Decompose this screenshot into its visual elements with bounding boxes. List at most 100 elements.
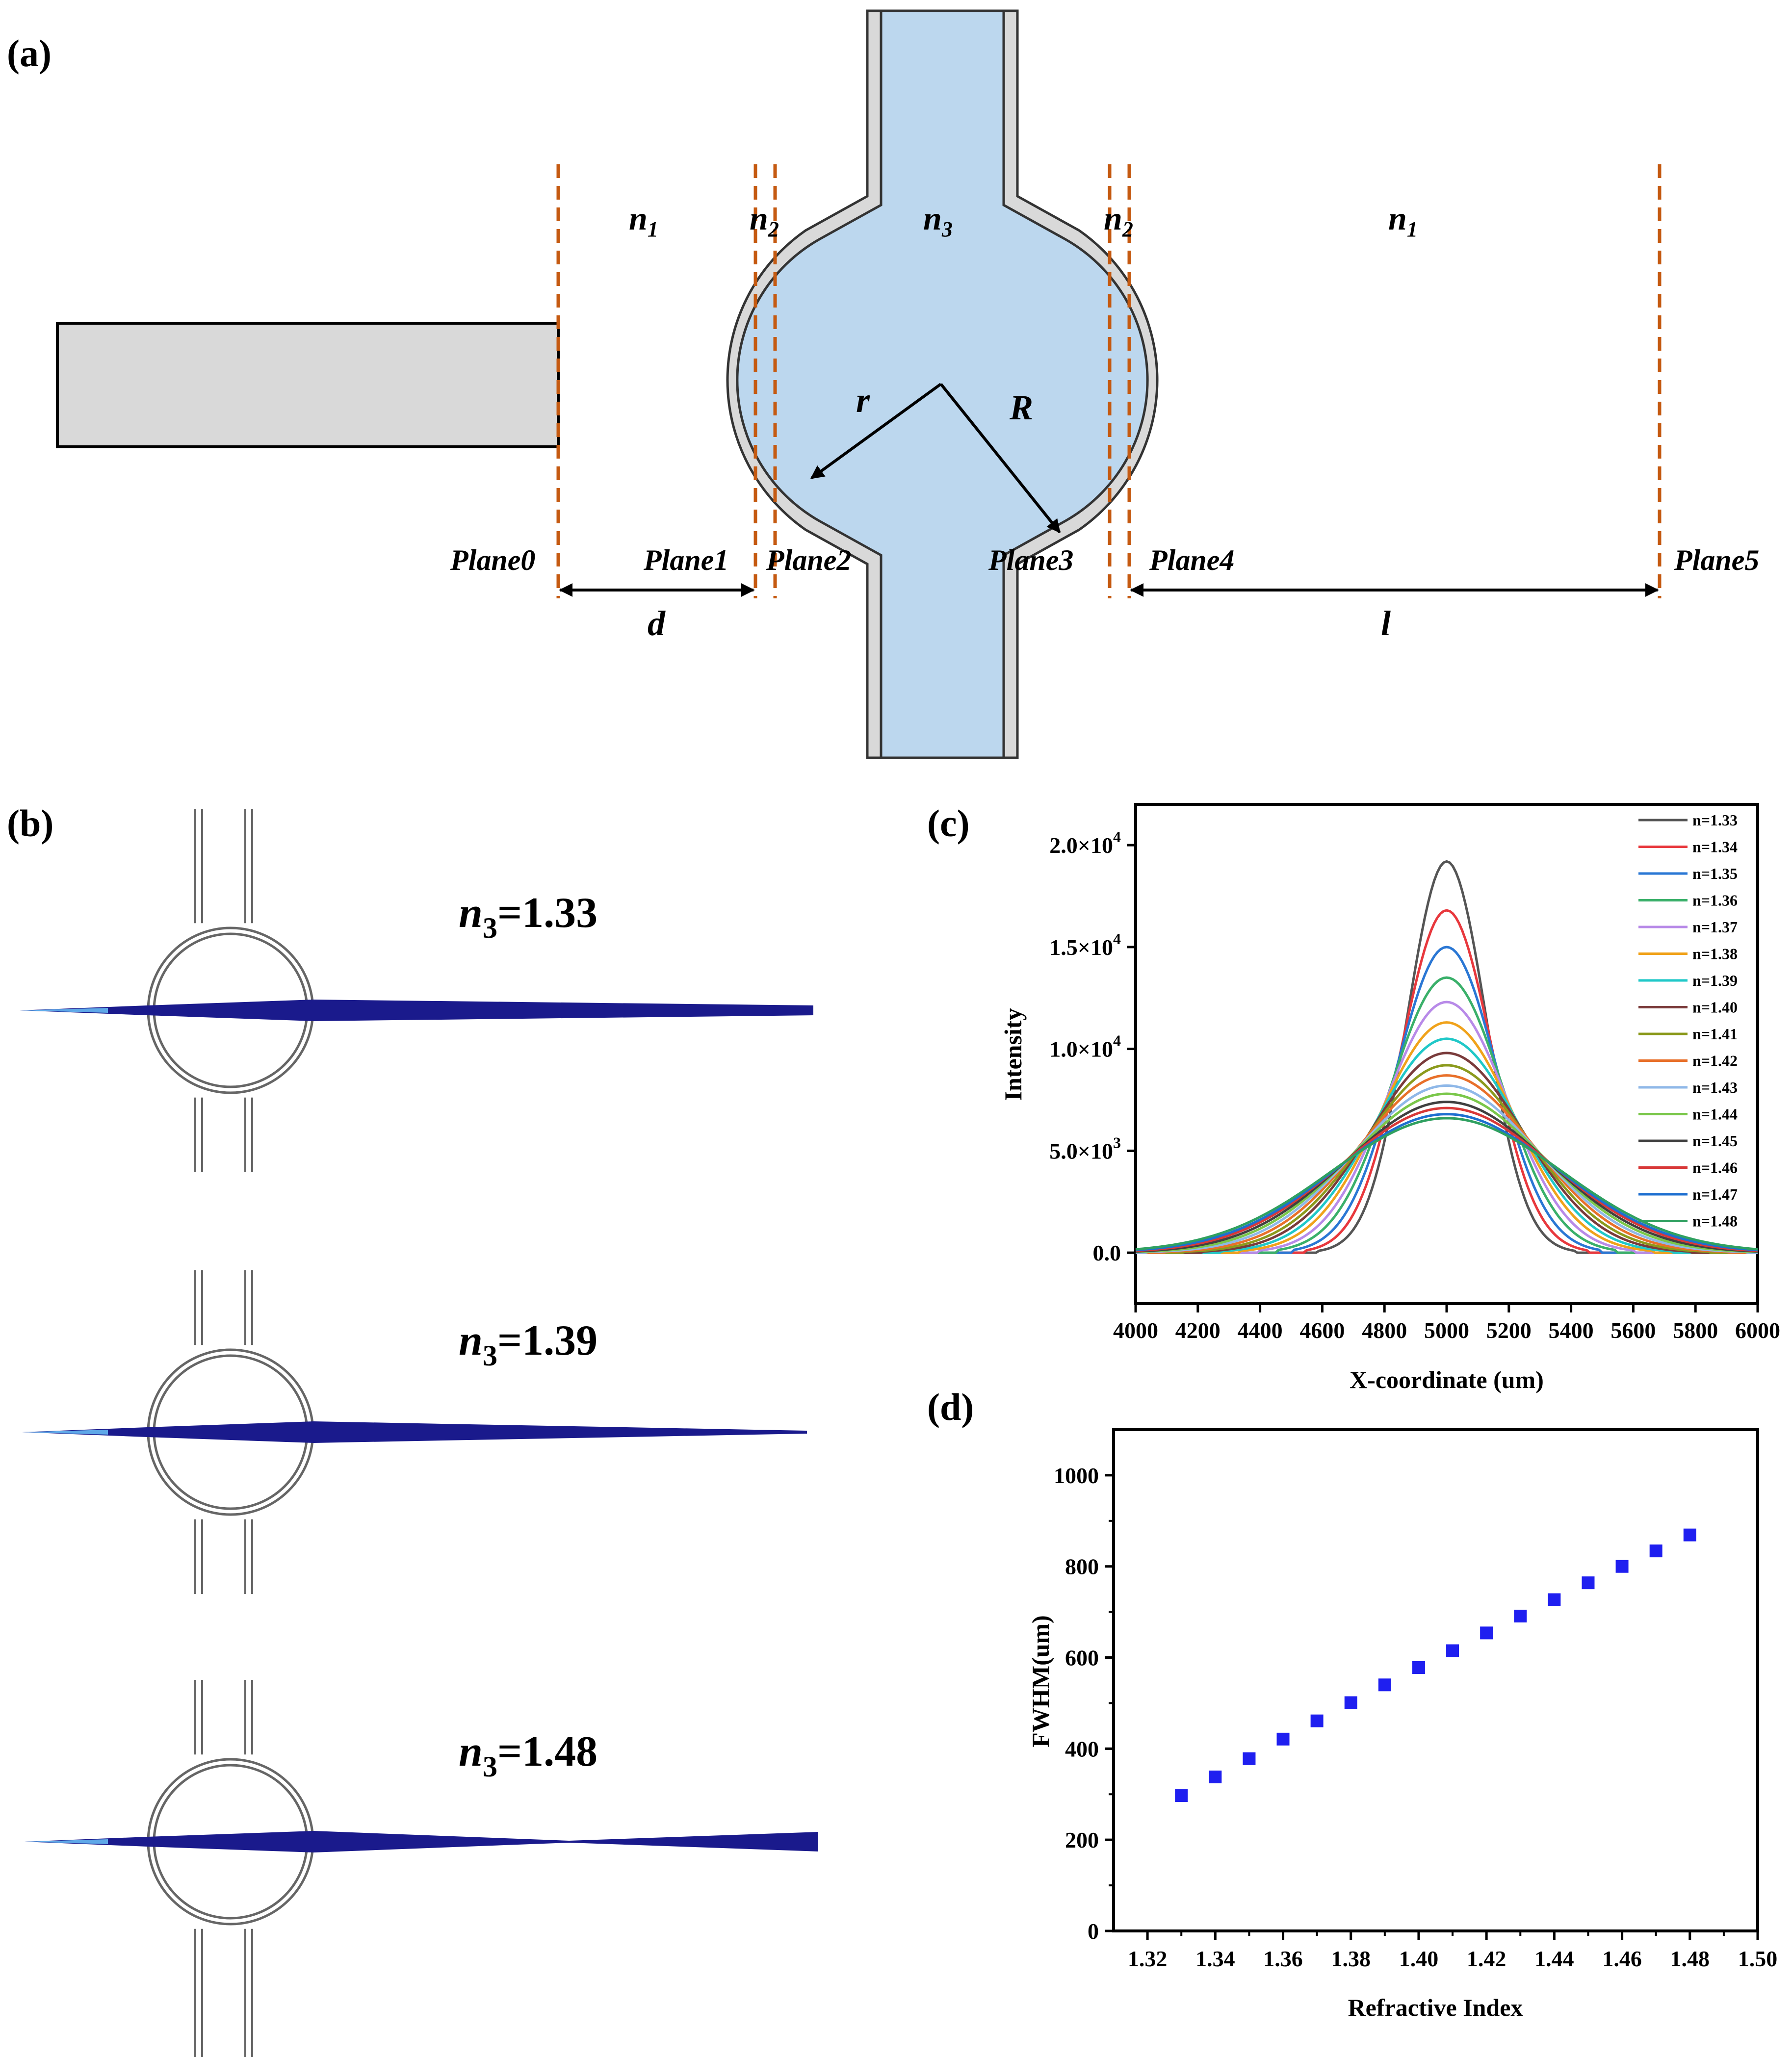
panel-b: (b) n3=1.33 n3=1.39 n3=1.48 [7,802,818,2057]
panel-a-label: (a) [7,32,52,75]
chart-d-xtick-label: 1.46 [1602,1946,1642,1971]
chart-d-point [1446,1644,1459,1657]
region-n1-right: n1 [1388,200,1418,241]
chart-d-xtick-label: 1.44 [1534,1946,1574,1971]
chart-d-point [1310,1714,1324,1727]
chart-c-xtick-label: 4400 [1238,1318,1283,1343]
n3-value-label: n3=1.39 [459,1317,597,1372]
panel-b-label: (b) [7,802,53,845]
radius-r-arrow [810,383,942,480]
chart-c-ytick-label: 1.5×104 [1049,930,1121,960]
chart-c-legend-label: n=1.41 [1692,1025,1738,1043]
chart-d-point [1412,1661,1425,1674]
chart-c-series-line [1135,1106,1758,1252]
chart-c-series-line [1136,909,1758,1254]
chart-c-series-line [1136,1074,1758,1254]
region-labels: n1 n2 n3 n2 n1 [629,200,1418,241]
chart-d-point [1514,1609,1527,1622]
chart-d-ylabel: FWHM(um) [1027,1615,1054,1747]
distance-d-label: d [648,604,666,643]
chart-c-legend-label: n=1.47 [1692,1185,1738,1203]
plane5-label: Plane5 [1674,544,1759,576]
chart-c-legend-label: n=1.48 [1692,1212,1738,1230]
chart-c-xtick-label: 5800 [1673,1318,1718,1343]
chart-c-legend-label: n=1.36 [1692,892,1738,909]
chart-c-xtick-label: 4600 [1299,1318,1345,1343]
chart-d-point [1480,1626,1493,1640]
plane1-label: Plane1 [643,544,728,576]
chart-c-series-line [1136,1084,1758,1254]
distance-l-label: l [1381,604,1391,643]
chart-c-series-line [1135,1092,1758,1253]
chart-d-point [1649,1544,1662,1558]
chart-d-xtick-label: 1.38 [1331,1946,1371,1971]
n3-value-label: n3=1.33 [459,889,597,944]
chart-c-legend-label: n=1.43 [1692,1079,1738,1096]
plane2-label: Plane2 [766,544,851,576]
chart-c-ytick-label: 1.0×104 [1049,1032,1121,1062]
chart-d-point [1615,1560,1629,1573]
sim-row: n3=1.33 [20,809,813,1172]
sim-row: n3=1.39 [22,1270,807,1594]
chart-c-legend-label: n=1.40 [1692,999,1738,1016]
optical-fiber [56,322,560,448]
chart-d-ytick-label: 1000 [1054,1463,1099,1488]
chart-c-xtick-label: 5600 [1610,1318,1656,1343]
chart-c-series-line [1136,1064,1758,1254]
chart-c-series-line [1136,1052,1758,1254]
chart-c-ytick-label: 2.0×104 [1049,828,1121,858]
chart-d-xtick-label: 1.34 [1195,1946,1235,1971]
chart-c-legend-label: n=1.39 [1692,972,1738,989]
chart-c-series-line [1135,1101,1758,1253]
chart-d-point [1378,1678,1391,1692]
chart-c-legend-label: n=1.37 [1692,918,1738,936]
beam-source [20,1008,108,1013]
chart-d-ytick-label: 0 [1088,1919,1099,1944]
radius-R-arrow [939,383,1061,534]
chart-d-xtick-label: 1.40 [1399,1946,1439,1971]
chart-c-legend-label: n=1.34 [1692,838,1738,856]
chart-c-legend-label: n=1.33 [1692,811,1738,829]
region-n3: n3 [923,200,953,241]
chart-c-ytick-label: 5.0×103 [1049,1133,1121,1163]
region-n2-right: n2 [1104,200,1133,241]
chart-d-point [1276,1732,1290,1746]
chart-c-legend-label: n=1.45 [1692,1132,1738,1150]
chart-d-ytick-label: 200 [1065,1827,1099,1852]
beam-source [25,1839,108,1844]
chart-d-xtick-label: 1.42 [1467,1946,1506,1971]
chart-d-frame [1112,1428,1759,1932]
chart-c-xtick-label: 5200 [1486,1318,1532,1343]
panel-d-label: (d) [927,1386,974,1428]
plane3-label: Plane3 [988,544,1073,576]
chart-c-series-line [1136,1037,1758,1254]
beam-field [25,1831,818,1852]
chart-c-legend-label: n=1.44 [1692,1106,1738,1123]
chart-d-xtick-label: 1.32 [1128,1946,1168,1971]
chart-c-ylabel: Intensity [999,1008,1027,1101]
region-n1-left: n1 [629,200,658,241]
sim-row: n3=1.48 [25,1680,818,2057]
chart-c-xtick-label: 5400 [1549,1318,1594,1343]
chart-d-ytick-label: 800 [1065,1554,1099,1579]
chart-d-point [1548,1593,1561,1606]
plane4-label: Plane4 [1149,544,1234,576]
chart-d-ytick-label: 600 [1065,1646,1099,1671]
beam-source [22,1430,108,1435]
chart-d-ytick-label: 400 [1065,1736,1099,1761]
chart-c-series-line [1135,1113,1758,1252]
chart-c-xtick-label: 4000 [1113,1318,1158,1343]
chart-c-legend-label: n=1.46 [1692,1159,1738,1177]
chart-c-ytick-label: 0.0 [1093,1240,1121,1265]
panel-a: (a) Plane0 Plane1 Plane2 Plane3 Plane4 P… [7,9,1759,759]
chart-d-xtick-label: 1.36 [1263,1946,1303,1971]
radius-r-label: r [856,381,870,420]
beam-field [20,1000,813,1021]
chart-c-series-line [1136,1021,1758,1254]
chart-d-point [1209,1770,1222,1783]
chart-d-xlabel: Refractive Index [1348,1994,1523,2021]
chart-d-point [1344,1696,1357,1709]
